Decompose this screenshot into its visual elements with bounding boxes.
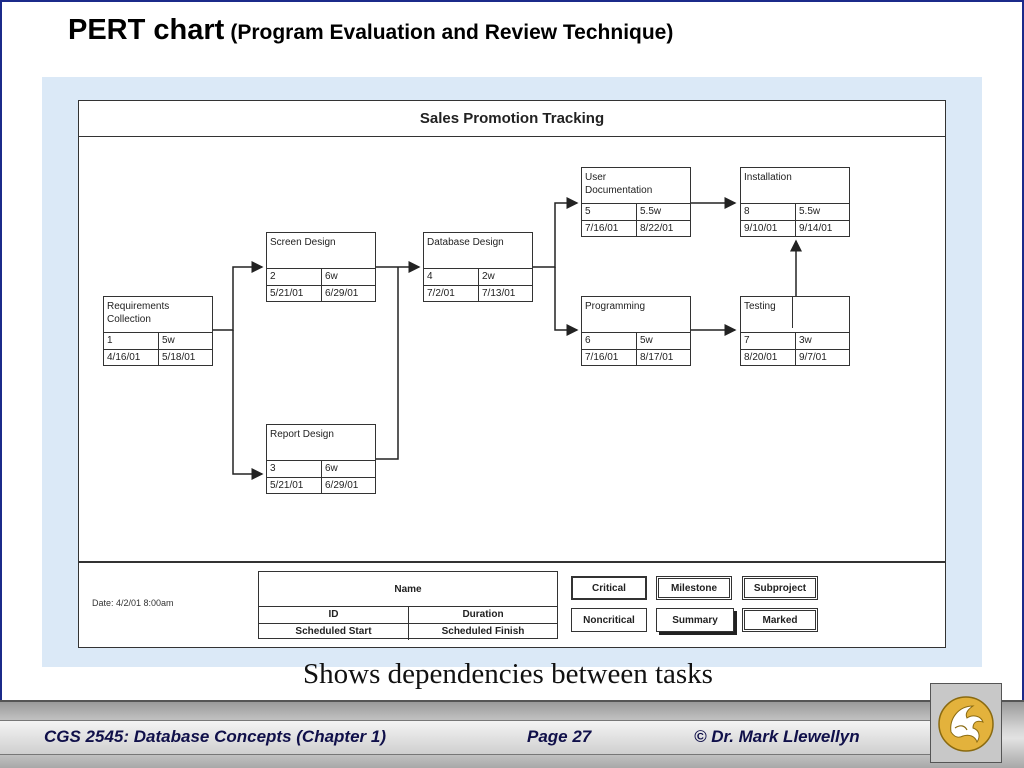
task-start: 7/16/01: [585, 223, 619, 234]
legend-milestone: Milestone: [656, 576, 732, 600]
slide-caption: Shows dependencies between tasks: [303, 658, 713, 690]
task-name: User Documentation: [585, 172, 653, 196]
slide-title: PERT chart(Program Evaluation and Review…: [68, 14, 673, 47]
legend-finish-label: Scheduled Finish: [408, 624, 557, 640]
task-duration: 5.5w: [636, 204, 690, 220]
slide-title-sub: (Program Evaluation and Review Technique…: [230, 21, 674, 44]
task-finish: 8/22/01: [636, 221, 690, 236]
task-name: Programming: [585, 301, 646, 312]
task-name: Screen Design: [270, 237, 336, 248]
slide-footer: CGS 2545: Database Concepts (Chapter 1) …: [0, 700, 1024, 768]
task-name: Testing: [741, 297, 793, 328]
legend-duration-label: Duration: [408, 607, 557, 623]
task-node-programming: Programming 6 5w 7/16/01 8/17/01: [581, 296, 691, 366]
task-node-installation: Installation 8 5.5w 9/10/01 9/14/01: [740, 167, 850, 237]
diagram-title: Sales Promotion Tracking: [79, 101, 945, 137]
task-finish: 9/14/01: [795, 221, 849, 236]
task-finish: 7/13/01: [478, 286, 532, 301]
task-node-database-design: Database Design 4 2w 7/2/01 7/13/01: [423, 232, 533, 302]
legend-divider: [79, 561, 945, 563]
task-id: 7: [744, 335, 750, 346]
task-finish: 6/29/01: [321, 286, 375, 301]
task-duration: 2w: [478, 269, 532, 285]
task-name: Report Design: [270, 429, 334, 440]
task-id: 4: [427, 271, 433, 282]
task-finish: 6/29/01: [321, 478, 375, 493]
task-id: 2: [270, 271, 276, 282]
task-id: 3: [270, 463, 276, 474]
task-id: 8: [744, 206, 750, 217]
task-duration: 5.5w: [795, 204, 849, 220]
diagram-date: Date: 4/2/01 8:00am: [92, 598, 174, 608]
task-finish: 8/17/01: [636, 350, 690, 365]
footer-page-number: Page 27: [527, 727, 592, 746]
pegasus-logo-icon: [930, 683, 1002, 763]
task-id: 1: [107, 335, 113, 346]
task-name: Requirements Collection: [107, 301, 170, 325]
footer-band: [0, 720, 930, 755]
legend-node-key: Name ID Duration Scheduled Start Schedul…: [258, 571, 558, 640]
legend-start-label: Scheduled Start: [295, 626, 372, 637]
legend-noncritical: Noncritical: [571, 608, 647, 632]
task-name: Database Design: [427, 237, 504, 248]
legend-id-label: ID: [328, 609, 339, 620]
legend-name-label: Name: [394, 583, 422, 595]
task-start: 8/20/01: [744, 352, 778, 363]
task-node-requirements-collection: Requirements Collection 1 5w 4/16/01 5/18/…: [103, 296, 213, 366]
task-duration: 6w: [321, 269, 375, 285]
slide-title-main: PERT chart: [68, 14, 225, 46]
task-name: Installation: [744, 172, 792, 183]
legend-marked: Marked: [742, 608, 818, 632]
task-duration: 5w: [158, 333, 212, 349]
task-node-testing: Testing 7 3w 8/20/01 9/7/01: [740, 296, 850, 366]
task-node-screen-design: Screen Design 2 6w 5/21/01 6/29/01: [266, 232, 376, 302]
task-start: 9/10/01: [744, 223, 778, 234]
task-node-user-documentation: User Documentation 5 5.5w 7/16/01 8/22/01: [581, 167, 691, 237]
task-id: 5: [585, 206, 591, 217]
task-duration: 3w: [795, 333, 849, 349]
task-duration: 5w: [636, 333, 690, 349]
legend-subproject: Subproject: [742, 576, 818, 600]
task-finish: 5/18/01: [158, 350, 212, 365]
slide-border: [0, 0, 1024, 700]
task-node-report-design: Report Design 3 6w 5/21/01 6/29/01: [266, 424, 376, 494]
task-start: 5/21/01: [270, 288, 304, 299]
task-start: 5/21/01: [270, 480, 304, 491]
legend-summary: Summary: [656, 608, 734, 632]
task-id: 6: [585, 335, 591, 346]
legend-critical: Critical: [571, 576, 647, 600]
task-start: 7/2/01: [427, 288, 455, 299]
footer-course: CGS 2545: Database Concepts (Chapter 1): [44, 727, 386, 746]
task-finish: 9/7/01: [795, 350, 849, 365]
footer-copyright: © Dr. Mark Llewellyn: [694, 727, 860, 746]
task-duration: 6w: [321, 461, 375, 477]
task-start: 4/16/01: [107, 352, 141, 363]
task-start: 7/16/01: [585, 352, 619, 363]
